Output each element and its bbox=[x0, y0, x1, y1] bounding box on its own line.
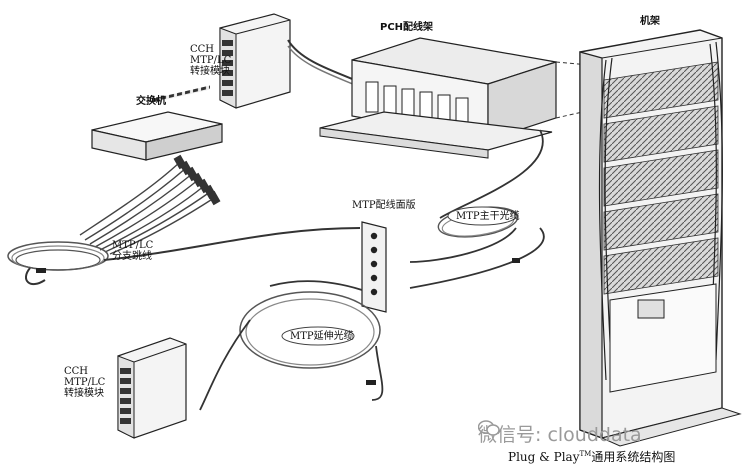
cch-top-label: CCH MTP/LC 转接模块 bbox=[190, 44, 231, 77]
mtp-panel-label: MTP配线面版 bbox=[352, 200, 416, 211]
mtp-trunk-label: MTP主干光缆 bbox=[456, 211, 520, 222]
wechat-icon bbox=[478, 420, 500, 436]
cch-top-line3: 转接模块 bbox=[190, 66, 230, 77]
rack bbox=[579, 29, 742, 447]
caption-brand: Plug & Play bbox=[508, 450, 580, 464]
rack-label: 机架 bbox=[640, 16, 660, 27]
mtp-extension-label: MTP延伸光缆 bbox=[290, 331, 354, 342]
switch-label: 交换机 bbox=[136, 96, 166, 107]
watermark-text: 微信号: clouddata bbox=[478, 424, 642, 446]
caption-trademark: TM bbox=[579, 450, 592, 458]
watermark: 微信号: clouddata bbox=[478, 420, 642, 447]
cch-bottom-label: CCH MTP/LC 转接模块 bbox=[64, 366, 105, 399]
switch-device bbox=[91, 85, 223, 161]
pch-frame bbox=[319, 37, 557, 159]
caption: Plug & PlayTM通用系统结构图 bbox=[508, 448, 675, 465]
cch-top-line1: CCH bbox=[190, 44, 215, 55]
caption-title: 通用系统结构图 bbox=[591, 450, 676, 464]
breakout-line1: MTP/LC bbox=[112, 240, 154, 251]
mtp-panel bbox=[361, 221, 387, 313]
breakout-fan bbox=[79, 161, 215, 255]
cch-bottom-line3: 转接模块 bbox=[64, 388, 104, 399]
cch-module-bottom bbox=[117, 337, 187, 439]
cch-bottom-line1: CCH bbox=[64, 366, 89, 377]
cch-top-line2: MTP/LC bbox=[190, 55, 232, 66]
cch-bottom-line2: MTP/LC bbox=[64, 377, 106, 388]
cch-module-top bbox=[219, 13, 291, 109]
pch-frame-label: PCH配线架 bbox=[380, 22, 434, 33]
breakout-line2: 分支跳线 bbox=[112, 251, 152, 262]
breakout-label: MTP/LC 分支跳线 bbox=[112, 240, 153, 262]
